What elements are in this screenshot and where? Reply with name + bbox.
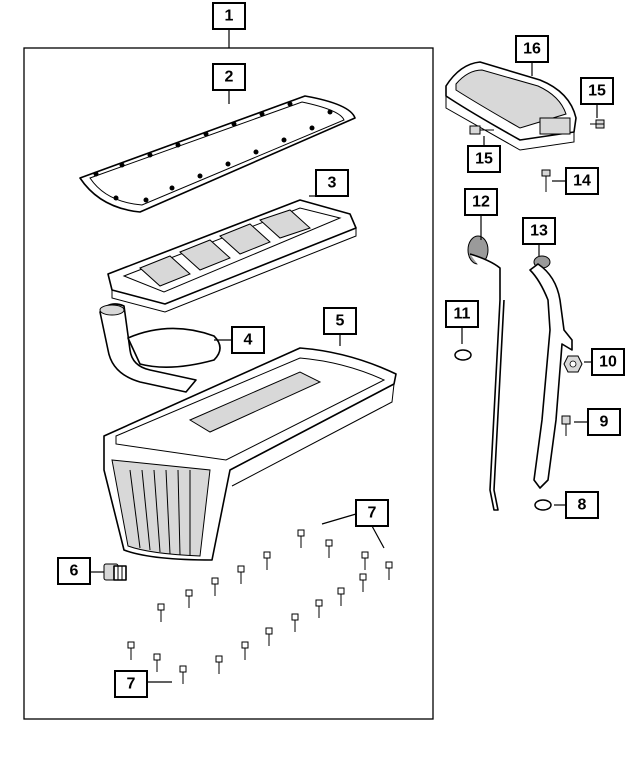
callout-5: 5 (323, 307, 357, 335)
oil-pan-gasket (79, 95, 356, 213)
oil-pan-alt (445, 61, 577, 151)
windage-tray (107, 199, 357, 313)
callout-4: 4 (231, 326, 265, 354)
drain-plug (103, 563, 127, 581)
callout-14-label: 14 (573, 173, 591, 190)
dipstick-tube (529, 255, 573, 489)
oil-pan-bolts (127, 529, 393, 684)
stud (541, 169, 551, 192)
callout-7-upper: 7 (355, 499, 389, 527)
callout-3-label: 3 (328, 175, 337, 192)
callout-7-upper-label: 7 (368, 505, 377, 522)
callout-13: 13 (522, 217, 556, 245)
callout-2: 2 (212, 63, 246, 91)
callout-1: 1 (212, 2, 246, 30)
o-ring-lower (534, 499, 552, 511)
callout-11-label: 11 (454, 306, 471, 323)
callout-15-right: 15 (580, 77, 614, 105)
bolt (561, 415, 571, 436)
callout-7-lower: 7 (114, 670, 148, 698)
nut (563, 355, 583, 373)
oil-pickup-tube (99, 303, 221, 393)
callout-9-label: 9 (600, 414, 609, 431)
callout-7-lower-label: 7 (127, 676, 136, 693)
callout-12: 12 (464, 188, 498, 216)
callout-12-label: 12 (472, 194, 490, 211)
callout-4-label: 4 (244, 332, 253, 349)
callout-1-label: 1 (225, 8, 234, 25)
callout-10-label: 10 (599, 354, 617, 371)
callout-10: 10 (591, 348, 625, 376)
callout-16: 16 (515, 35, 549, 63)
callout-6-label: 6 (70, 563, 79, 580)
callout-15-right-label: 15 (588, 83, 606, 100)
callout-9: 9 (587, 408, 621, 436)
alt-pan-bolts (469, 119, 605, 135)
callout-15-left-label: 15 (475, 151, 493, 168)
oil-pan (103, 347, 397, 561)
callout-15-left: 15 (467, 145, 501, 173)
callout-5-label: 5 (336, 313, 345, 330)
callout-2-label: 2 (225, 69, 234, 86)
callout-13-label: 13 (530, 223, 548, 240)
callout-14: 14 (565, 167, 599, 195)
callout-11: 11 (445, 300, 479, 328)
callout-6: 6 (57, 557, 91, 585)
callout-16-label: 16 (523, 41, 541, 58)
o-ring-upper (454, 349, 472, 361)
callout-8: 8 (565, 491, 599, 519)
dipstick (467, 235, 505, 511)
callout-8-label: 8 (578, 497, 587, 514)
callout-3: 3 (315, 169, 349, 197)
